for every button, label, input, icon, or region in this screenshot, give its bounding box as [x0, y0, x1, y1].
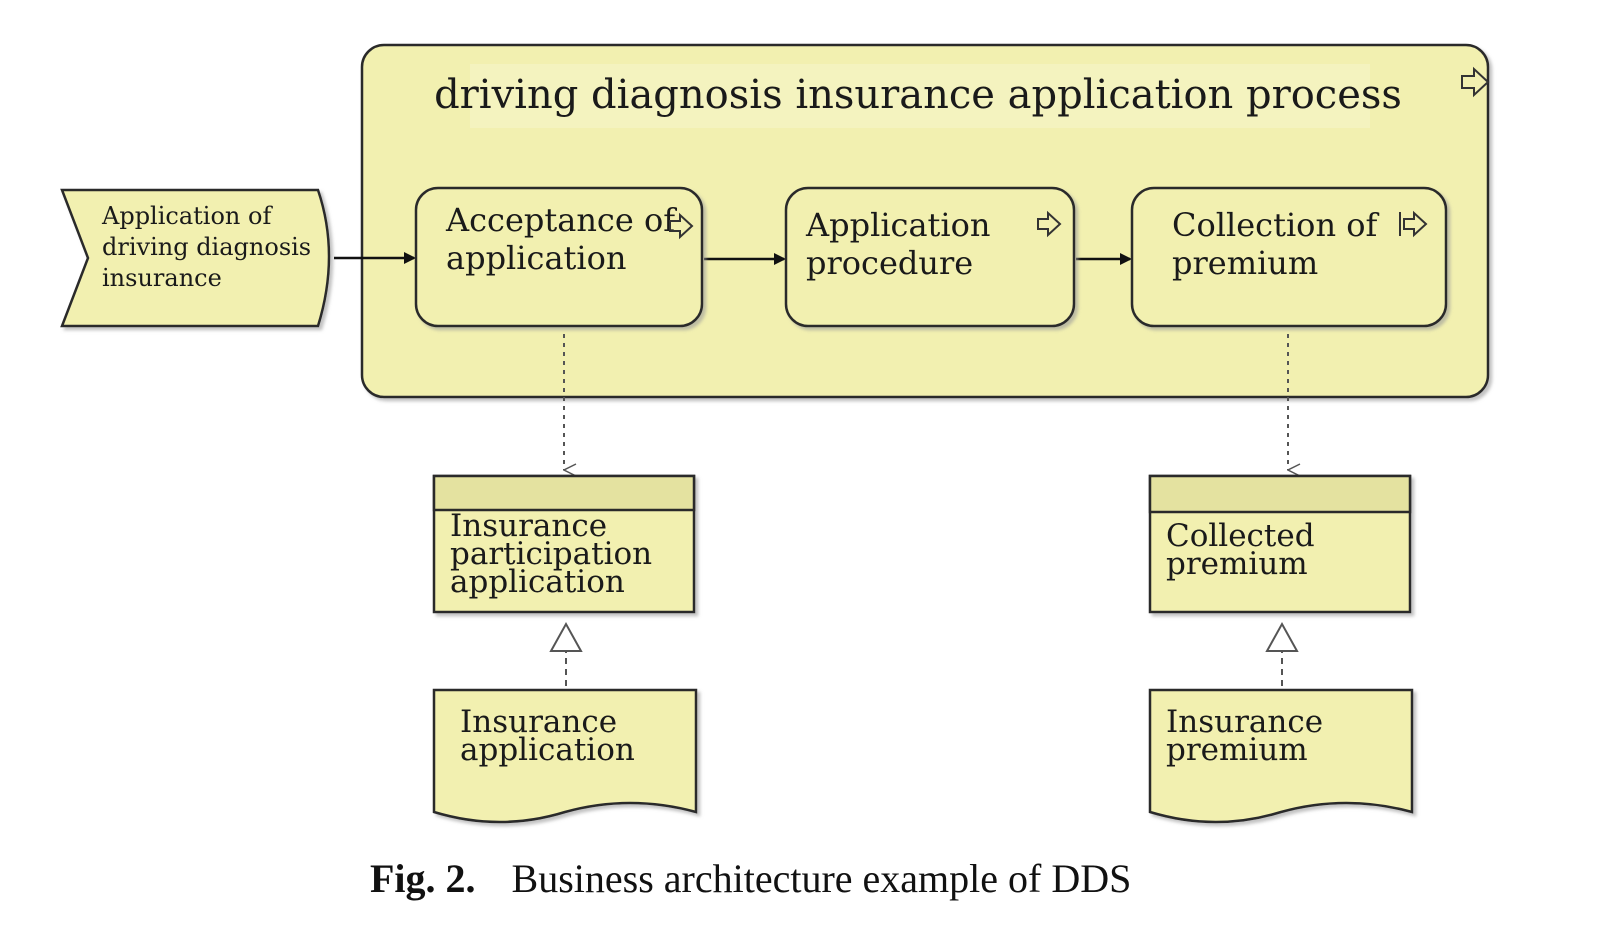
- realization-relation-left: [549, 621, 583, 686]
- representation-left: Insurance application: [432, 688, 698, 824]
- object-label: Collected premium: [1166, 518, 1324, 582]
- process-arrow-icon: [1399, 210, 1428, 238]
- realization-relation-right: [1265, 621, 1299, 686]
- caption-text: Business architecture example of DDS: [512, 856, 1132, 901]
- process-acceptance: Acceptance of application: [414, 186, 704, 328]
- process-collection: Collection of premium: [1130, 186, 1448, 328]
- business-event: Application of driving diagnosis insuran…: [60, 188, 331, 328]
- event-label: Application of driving diagnosis insuran…: [101, 202, 319, 292]
- process-procedure: Application procedure: [784, 186, 1076, 328]
- business-object-right: Collected premium: [1148, 474, 1412, 614]
- process-label: Acceptance of application: [445, 201, 685, 277]
- business-object-left: Insurance participation application: [432, 474, 696, 614]
- process-label: Collection of premium: [1172, 206, 1388, 282]
- process-arrow-icon: [1461, 66, 1490, 98]
- caption-label: Fig. 2.: [370, 856, 476, 901]
- representation-right: Insurance premium: [1148, 688, 1414, 824]
- container-title: driving diagnosis insurance application …: [434, 72, 1402, 118]
- representation-label: Insurance application: [460, 704, 635, 768]
- object-label: Insurance participation application: [450, 508, 662, 600]
- svg-text:Fig. 2. Business archite: Fig. 2. Business architecture example of…: [370, 856, 1131, 901]
- figure-caption: Fig. 2. Business architecture example of…: [370, 856, 1131, 901]
- process-arrow-icon: [1037, 210, 1062, 238]
- process-label: Application procedure: [805, 206, 1001, 282]
- process-arrow-icon: [669, 212, 694, 240]
- representation-label: Insurance premium: [1166, 704, 1333, 768]
